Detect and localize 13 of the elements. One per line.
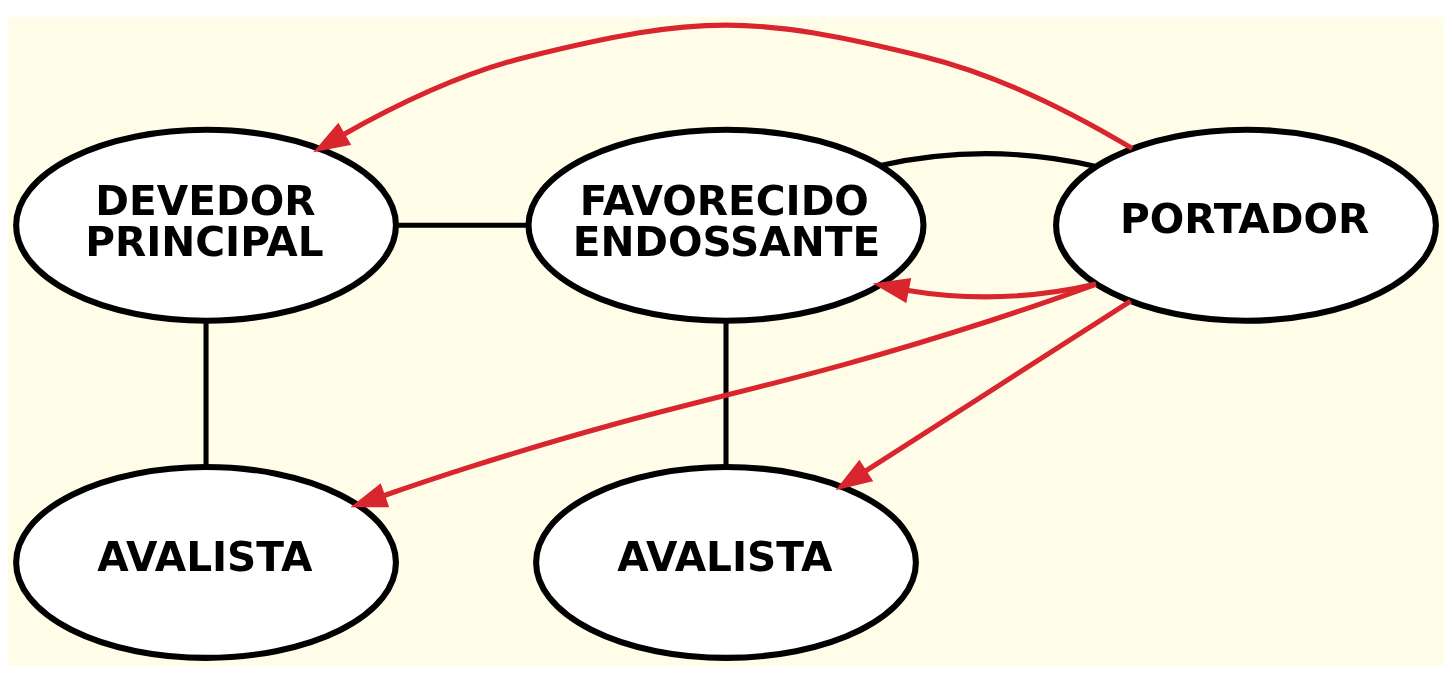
arrow	[835, 299, 1132, 491]
connector	[879, 151, 1097, 169]
node-ellipse: PORTADOR	[1053, 126, 1439, 324]
connector	[723, 320, 729, 467]
arrow	[350, 281, 1097, 508]
node-ellipse: AVALISTA	[13, 463, 399, 661]
arrow	[313, 22, 1134, 153]
node-ellipse: AVALISTA	[533, 463, 919, 661]
arrow	[872, 278, 1097, 304]
connector	[203, 320, 209, 467]
connector	[395, 222, 529, 228]
node-ellipse: FAVORECIDO ENDOSSANTE	[525, 126, 927, 324]
node-ellipse: DEVEDOR PRINCIPAL	[13, 126, 399, 324]
